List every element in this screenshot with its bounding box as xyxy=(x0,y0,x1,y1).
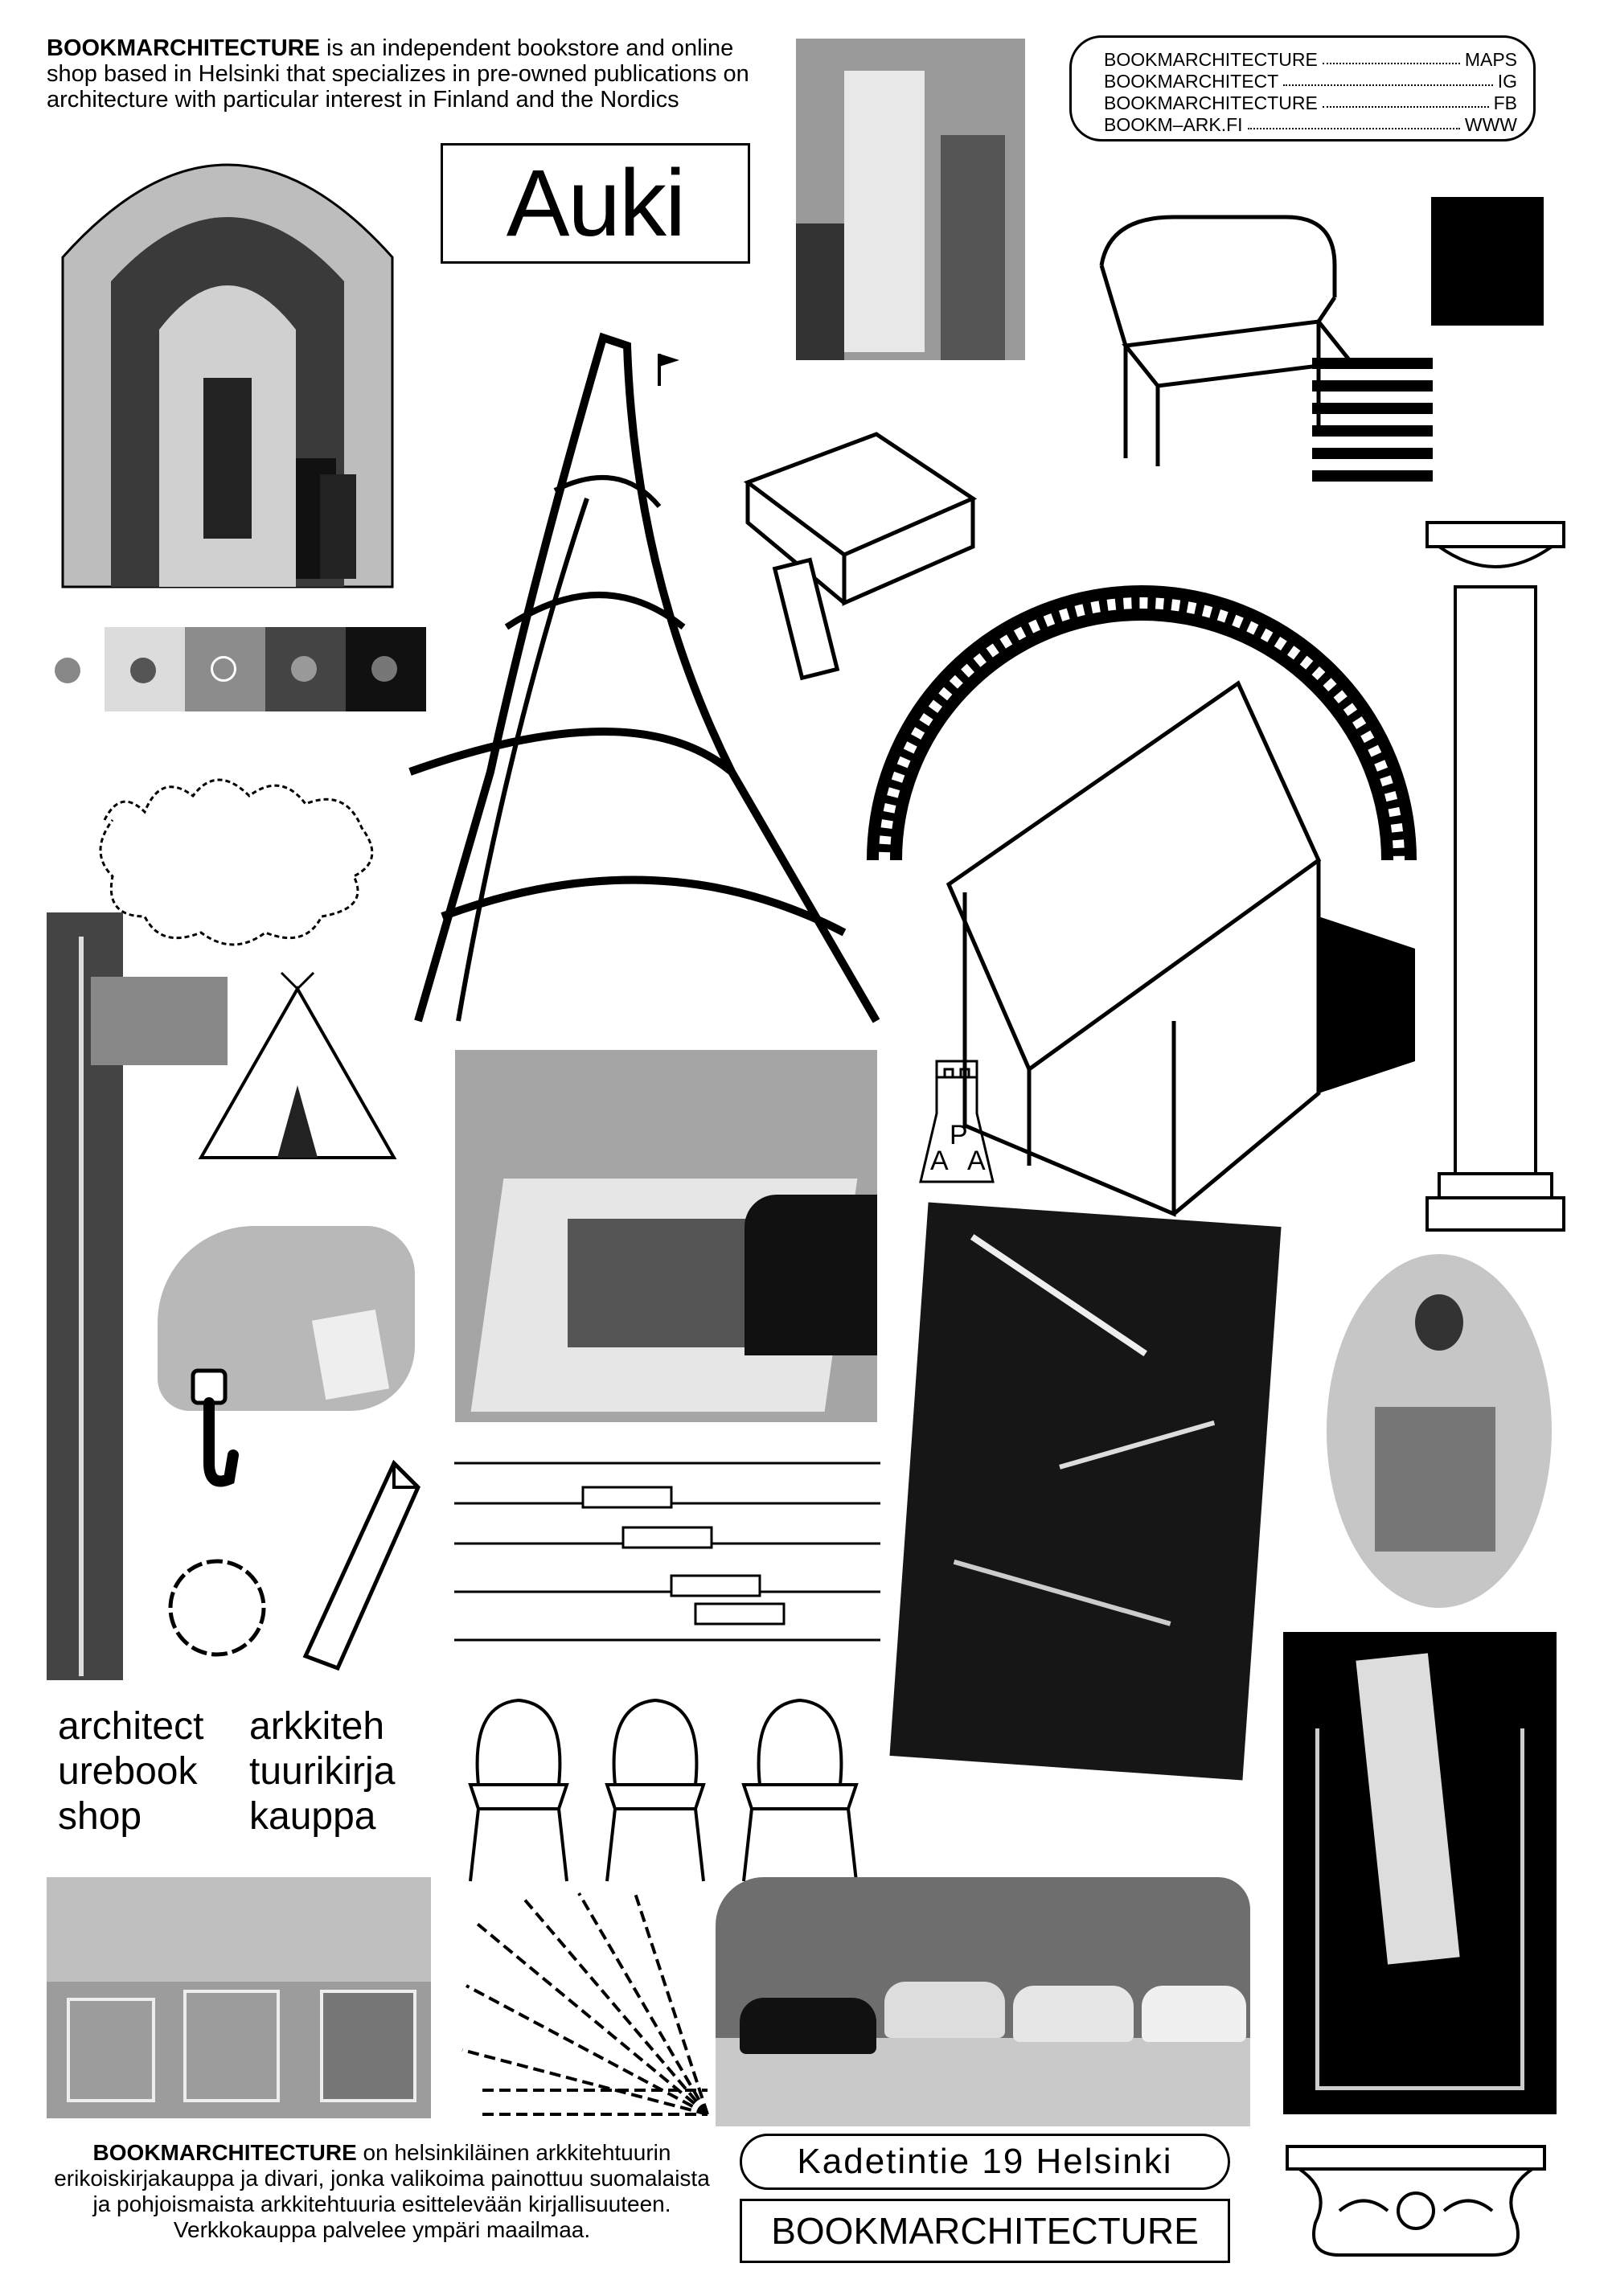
tagline-fi-line-1: arkkiteh xyxy=(249,1705,385,1748)
tagline-en-line-1: architect xyxy=(58,1705,204,1748)
outro-brand: BOOKMARCHITECTURE xyxy=(92,2140,357,2165)
link-target: MAPS xyxy=(1464,49,1517,70)
link-label: BOOKM–ARK.FI xyxy=(1104,114,1243,135)
arched-corridor-photo xyxy=(61,163,394,588)
staircase-wedge-drawing xyxy=(302,1459,420,1671)
woman-with-box-photo xyxy=(1327,1254,1552,1608)
intro-paragraph: BOOKMARCHITECTURE is an independent book… xyxy=(47,35,770,113)
marble-slab-photo xyxy=(889,1202,1282,1781)
exhibition-carts-photo xyxy=(47,1877,431,2118)
flagpole-photo xyxy=(47,912,228,1680)
glass-with-stone-photo xyxy=(1283,1632,1557,2114)
swatch-dark xyxy=(265,627,346,711)
tone-swatches xyxy=(24,627,426,711)
apa-letter-p: P xyxy=(950,1120,968,1150)
parked-cars-photo xyxy=(716,1877,1250,2126)
link-target: FB xyxy=(1493,92,1517,113)
swatch-black xyxy=(346,627,426,711)
ornamental-arch xyxy=(867,585,1417,861)
tagline-en-line-3: shop xyxy=(58,1795,142,1838)
tagline-finnish: arkkiteh tuurikirja kauppa xyxy=(249,1704,395,1839)
auki-headline: Auki xyxy=(441,143,750,264)
outro-paragraph: BOOKMARCHITECTURE on helsinkiläinen arkk… xyxy=(48,2140,716,2243)
tagline-fi-line-3: kauppa xyxy=(249,1795,376,1838)
link-label: BOOKMARCHITECTURE xyxy=(1104,49,1318,70)
outro-text: on helsinkiläinen arkkitehtuurin erikois… xyxy=(54,2140,710,2242)
apa-letter-a1: A xyxy=(930,1146,949,1176)
tipi-drawing xyxy=(198,971,397,1159)
classical-column xyxy=(1425,521,1565,1232)
link-ig[interactable]: BOOKMARCHITECT IG xyxy=(1104,71,1517,92)
ornamental-capital-drawing xyxy=(1286,2145,1546,2257)
black-square xyxy=(1431,197,1544,326)
intro-brand: BOOKMARCHITECTURE xyxy=(47,35,320,61)
tagline-english: architect urebook shop xyxy=(58,1704,203,1839)
bentwood-chairs-drawing xyxy=(468,1698,859,1882)
link-target: IG xyxy=(1497,71,1517,92)
sunburst-dashes-drawing xyxy=(461,1892,709,2116)
apa-letter-a2: A xyxy=(967,1146,986,1176)
workers-installing-panel-photo xyxy=(796,39,1025,360)
house-drawing xyxy=(946,680,1415,1217)
mallet-drawing xyxy=(743,432,978,681)
link-www[interactable]: BOOKM–ARK.FI WWW xyxy=(1104,114,1517,136)
link-label: BOOKMARCHITECTURE xyxy=(1104,92,1318,113)
links-box: BOOKMARCHITECTURE MAPS BOOKMARCHITECT IG B… xyxy=(1069,35,1536,141)
link-fb[interactable]: BOOKMARCHITECTURE FB xyxy=(1104,92,1517,114)
striped-square xyxy=(1312,358,1433,482)
link-maps[interactable]: BOOKMARCHITECTURE MAPS xyxy=(1104,49,1517,71)
intro-text: is an independent bookstore and online s… xyxy=(47,35,749,113)
swatch-mid xyxy=(185,627,265,711)
squiggle-cloud-drawing xyxy=(99,778,374,946)
swatch-light xyxy=(105,627,185,711)
tagline-fi-line-2: tuurikirja xyxy=(249,1750,396,1793)
brand-box: BOOKMARCHITECTURE xyxy=(740,2199,1230,2263)
address-label: Kadetintie 19 Helsinki xyxy=(740,2134,1230,2190)
coat-hook-icon xyxy=(191,1368,239,1487)
architectural-model-photo xyxy=(455,1050,877,1422)
tatlin-tower-drawing xyxy=(408,332,880,1023)
scalloped-circle-icon xyxy=(168,1559,266,1657)
stepped-lines-drawing xyxy=(454,1462,880,1642)
swatch-white xyxy=(24,627,105,711)
link-target: WWW xyxy=(1464,114,1517,135)
apa-logo: A P A xyxy=(913,1057,1001,1186)
link-label: BOOKMARCHITECT xyxy=(1104,71,1279,92)
tagline-en-line-2: urebook xyxy=(58,1750,198,1793)
